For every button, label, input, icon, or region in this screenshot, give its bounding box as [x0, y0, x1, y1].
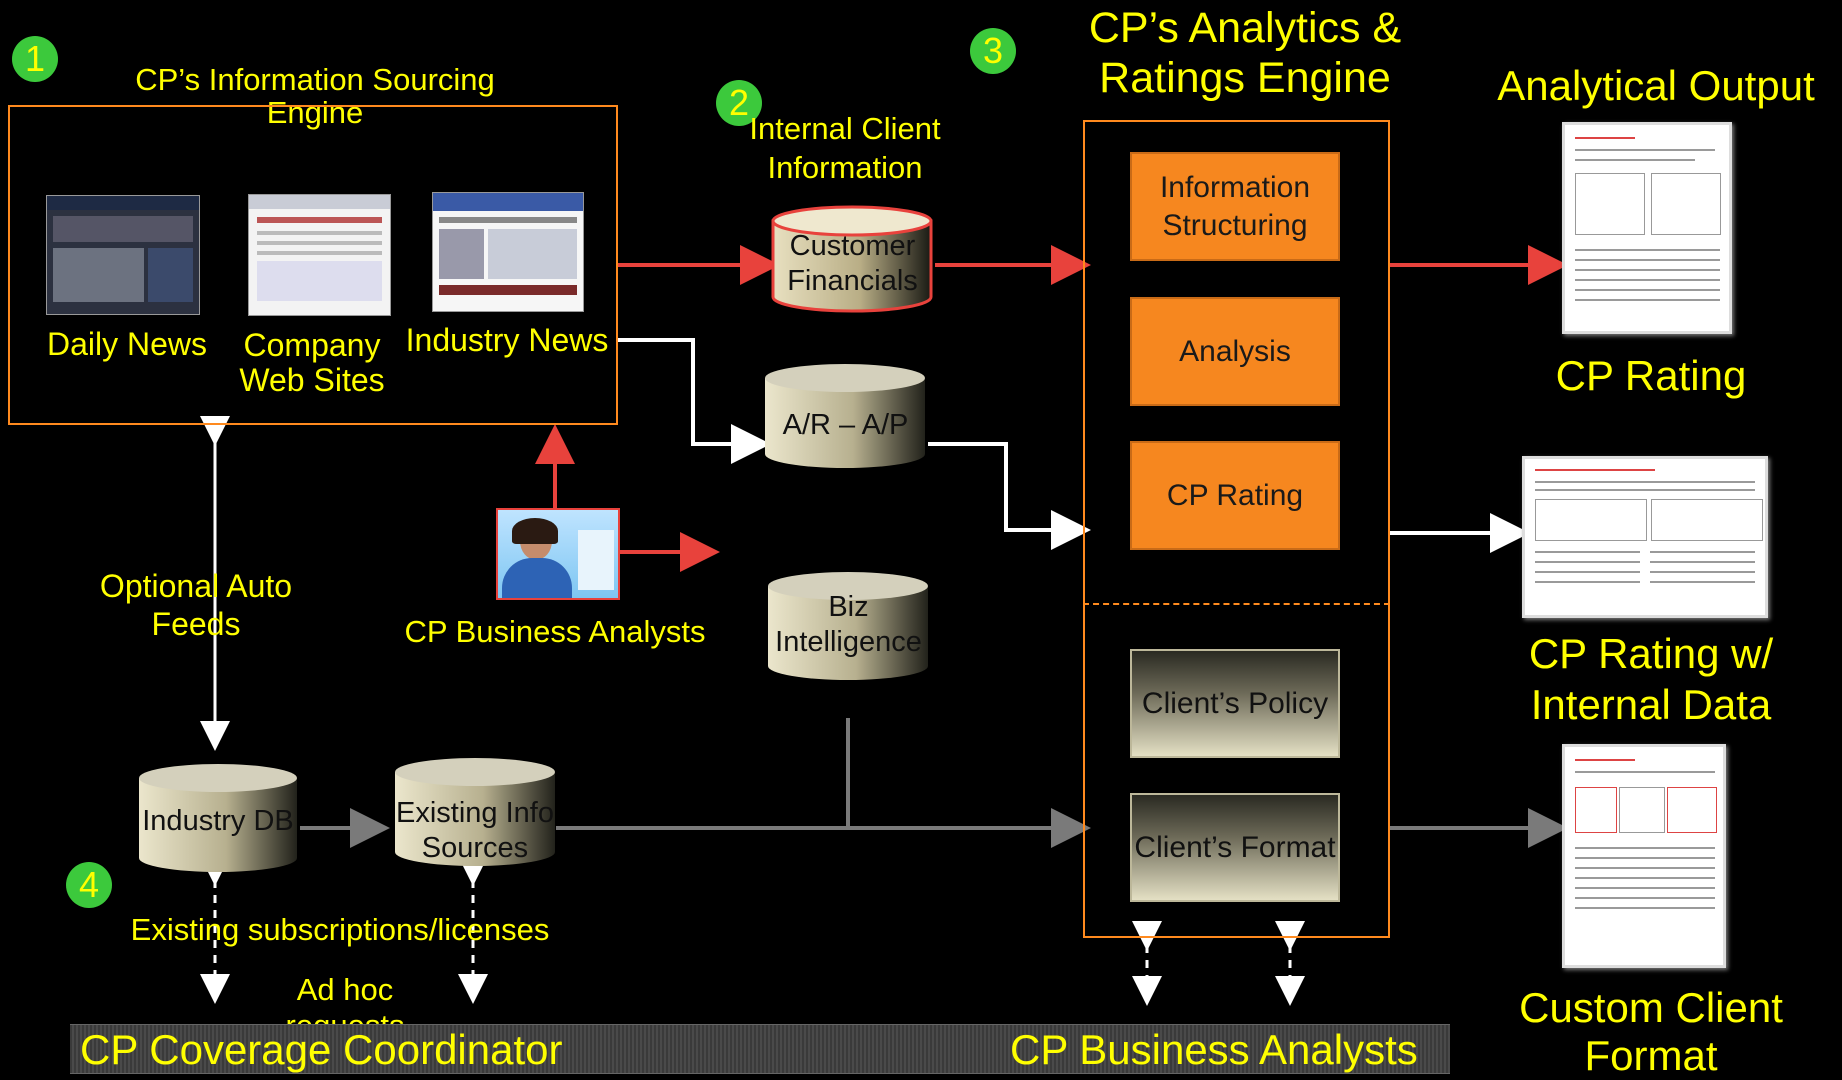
cp-rating-internal-label: CP Rating w/ Internal Data [1528, 630, 1774, 729]
business-analyst-photo [496, 508, 620, 600]
step-number-2: 2 [716, 80, 762, 126]
arap-label: A/R – A/P [782, 409, 909, 441]
info-structuring-block: Information Structuring [1130, 152, 1340, 261]
business-analysts-label: CP Business Analysts [404, 614, 706, 649]
company-web-label: Company Web Sites [239, 327, 385, 399]
custom-format-document [1562, 744, 1726, 968]
cp-rating-block: CP Rating [1130, 441, 1340, 550]
analysis-block: Analysis [1130, 297, 1340, 406]
sourcing-engine-title: CP’s Information Sourcing Engine [135, 62, 495, 130]
engine-divider [1083, 603, 1390, 605]
internal-info-title: Internal Client Information [749, 111, 941, 185]
cp-rating-internal-document [1522, 456, 1768, 618]
industry-db-label: Industry DB [142, 805, 294, 837]
bottom-banner-strip [70, 1024, 1450, 1074]
existing-subscriptions-label: Existing subscriptions/licenses [130, 912, 550, 947]
existing-sources-cylinder: Existing Info Sources [393, 756, 557, 868]
industry-news-label: Industry News [405, 322, 609, 358]
client-format-block: Client’s Format [1130, 793, 1340, 902]
coverage-coordinator-banner: CP Coverage Coordinator [80, 1026, 563, 1073]
cp-rating-output-label: CP Rating [1555, 352, 1747, 399]
optional-feeds-label: Optional Auto Feeds [99, 568, 293, 642]
analytics-engine-box [1083, 120, 1390, 938]
customer-financials-label: Customer Financials [787, 230, 918, 297]
analytical-output-title: Analytical Output [1497, 62, 1815, 109]
step-number-3: 3 [970, 28, 1016, 74]
customer-financials-cylinder: Customer Financials [770, 205, 935, 315]
business-analysts-banner: CP Business Analysts [1010, 1026, 1418, 1073]
biz-intel-label: Biz Intelligence [775, 591, 922, 658]
arap-cylinder: A/R – A/P [763, 362, 928, 470]
daily-news-label: Daily News [46, 326, 208, 362]
step-number-1: 1 [12, 36, 58, 82]
step-number-4: 4 [66, 862, 112, 908]
company-web-thumbnail [248, 194, 391, 316]
arrow-sourcing-to-arap [618, 338, 771, 464]
custom-format-label: Custom Client Format [1519, 984, 1783, 1079]
existing-sources-label: Existing Info Sources [396, 797, 554, 864]
client-policy-block: Client’s Policy [1130, 649, 1340, 758]
sourcing-engine-box [8, 105, 618, 425]
arrow-arap-to-engine [928, 442, 1091, 550]
analytics-engine-title: CP’s Analytics & Ratings Engine [1088, 4, 1402, 102]
industry-db-cylinder: Industry DB [137, 762, 299, 874]
daily-news-thumbnail [46, 195, 200, 315]
industry-news-thumbnail [432, 192, 584, 312]
biz-intel-cylinder: Biz Intelligence [766, 570, 931, 682]
cp-rating-document [1562, 122, 1732, 334]
